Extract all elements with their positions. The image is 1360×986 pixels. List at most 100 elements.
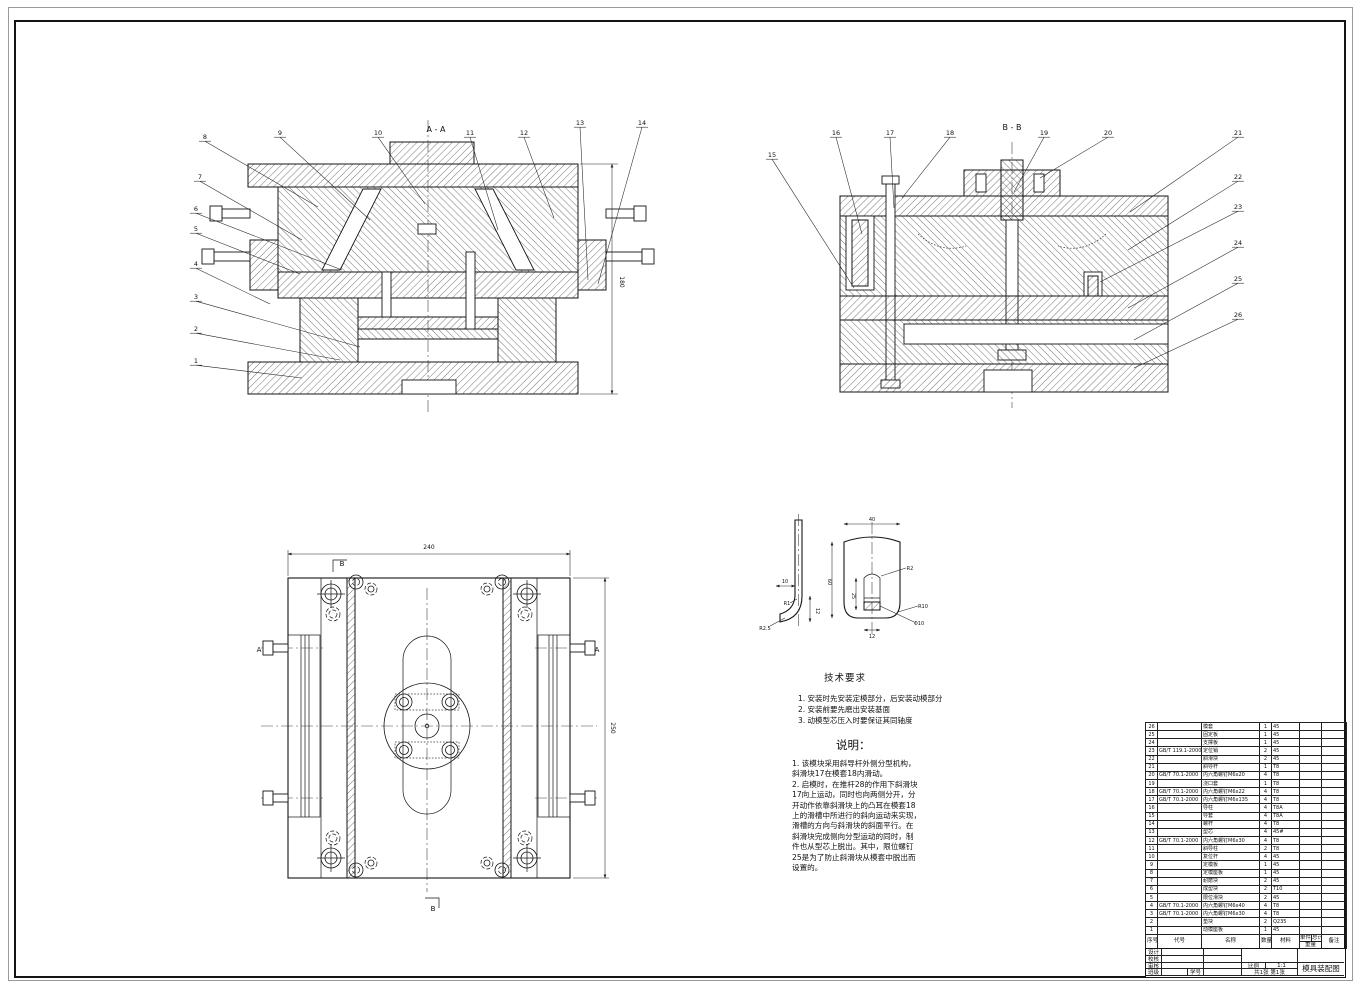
- bom-cell-code: [1157, 738, 1202, 748]
- bom-cell-no: 26: [1145, 721, 1158, 732]
- bom-cell-mat: 45: [1271, 746, 1300, 756]
- bom-cell-qty: 1: [1259, 730, 1272, 740]
- bom-cell-name: 垫块: [1201, 917, 1260, 927]
- titleblock-upper-right-cell: [1298, 949, 1344, 963]
- callout-13: 13: [574, 119, 589, 281]
- note-line: 上的滑槽中所进行的斜向运动来实现，: [792, 811, 922, 821]
- bom-cell-mat: T8: [1271, 770, 1300, 780]
- callout-9: 9: [274, 129, 371, 221]
- bom-cell-no: 10: [1145, 852, 1158, 862]
- bom-cell-name: 斜导杆: [1201, 762, 1260, 772]
- callout-6: 6: [190, 205, 343, 271]
- bom-cell-qty: 1: [1259, 868, 1272, 878]
- callout-8: 8: [199, 133, 319, 208]
- bom-cell-mat: 45: [1271, 892, 1300, 903]
- bom-cell-blank: [1299, 868, 1322, 878]
- bom-cell-mat: T8A: [1271, 811, 1300, 821]
- bom-cell-mat: 45: [1271, 754, 1300, 764]
- bom-cell-name: 限位滑块: [1201, 892, 1260, 903]
- tech-req-item: 1. 安装时先安装定模部分，后安装动模部分: [798, 694, 943, 703]
- bom-cell-name: 内六角螺钉M6x40: [1201, 901, 1260, 911]
- svg-text:13: 13: [576, 119, 584, 127]
- bom-cell-blank: [1299, 925, 1322, 935]
- bom-cell-note: [1321, 770, 1347, 780]
- bom-cell-blank: [1299, 852, 1322, 862]
- svg-text:5: 5: [194, 225, 198, 233]
- bom-header-qty: 数量: [1259, 933, 1272, 950]
- bom-cell-mat: 45: [1271, 876, 1300, 886]
- bom-cell-no: 19: [1145, 778, 1158, 789]
- bom-cell-no: 25: [1145, 730, 1158, 740]
- bom-header-mat: 材料: [1271, 933, 1300, 950]
- bom-cell-blank: [1299, 811, 1322, 821]
- svg-text:10: 10: [374, 129, 382, 137]
- bom-cell-no: 20: [1145, 770, 1158, 780]
- bom-cell-note: [1321, 738, 1347, 748]
- dim-label: R2.5: [759, 626, 770, 632]
- bom-cell-name: 螺杆: [1201, 819, 1260, 829]
- bom-cell-code: GB/T 119.1-2000: [1157, 746, 1202, 756]
- bom-cell-note: [1321, 746, 1347, 756]
- callout-20: 20: [1039, 129, 1114, 179]
- bom-cell-blank: [1299, 827, 1322, 837]
- bom-cell-no: 9: [1145, 860, 1158, 870]
- side-bolts: [262, 640, 596, 806]
- bom-cell-mat: T8: [1271, 778, 1300, 789]
- bom-cell-blank: [1299, 835, 1322, 846]
- bom-cell-code: GB/T 70.1-2000: [1157, 835, 1202, 846]
- bom-cell-no: 4: [1145, 901, 1158, 911]
- bom-cell-code: [1157, 803, 1202, 813]
- bom-cell-code: GB/T 70.1-2000: [1157, 901, 1202, 911]
- bom-cell-note: [1321, 892, 1347, 903]
- corner-group-br: [480, 830, 541, 878]
- bom-cell-qty: 4: [1259, 770, 1272, 780]
- bom-cell-mat: 45: [1271, 852, 1300, 862]
- bom-cell-code: GB/T 70.1-2000: [1157, 909, 1202, 919]
- bom-cell-note: [1321, 868, 1347, 878]
- bom-cell-mat: 45: [1271, 868, 1300, 878]
- bom-cell-blank: [1299, 787, 1322, 797]
- bom-cell-qty: 1: [1259, 778, 1272, 789]
- bom-cell-code: [1157, 721, 1202, 732]
- drawing-frame: [14, 20, 1346, 978]
- bom-cell-blank: [1299, 860, 1322, 870]
- bom-cell-blank: [1299, 917, 1322, 927]
- bom-cell-code: [1157, 827, 1202, 837]
- dim-label: A: [595, 646, 600, 654]
- bom-cell-name: 模套: [1201, 721, 1260, 732]
- bom-cell-code: [1157, 884, 1202, 894]
- note-line: 17向上运动，同时也向两侧分开，分: [792, 790, 916, 800]
- svg-text:8: 8: [203, 133, 207, 141]
- dim-label: 40: [869, 517, 875, 523]
- callout-5: 5: [190, 225, 301, 275]
- bom-cell-qty: 4: [1259, 787, 1272, 797]
- dim-label: A: [257, 646, 262, 654]
- bom-cell-mat: T8: [1271, 835, 1300, 846]
- titleblock-studentno-value: [1204, 969, 1242, 976]
- bom-cell-qty: 2: [1259, 917, 1272, 927]
- bom-header-weight: 重量: [1304, 941, 1316, 948]
- svg-text:12: 12: [520, 129, 528, 137]
- bom-cell-qty: 4: [1259, 811, 1272, 821]
- bom-cell-qty: 4: [1259, 827, 1272, 837]
- bom-cell-note: [1321, 721, 1347, 732]
- bom-cell-blank: [1299, 819, 1322, 829]
- bom-cell-blank: [1299, 746, 1322, 756]
- notes-heading: 说明：: [836, 738, 871, 752]
- svg-text:6: 6: [194, 205, 198, 213]
